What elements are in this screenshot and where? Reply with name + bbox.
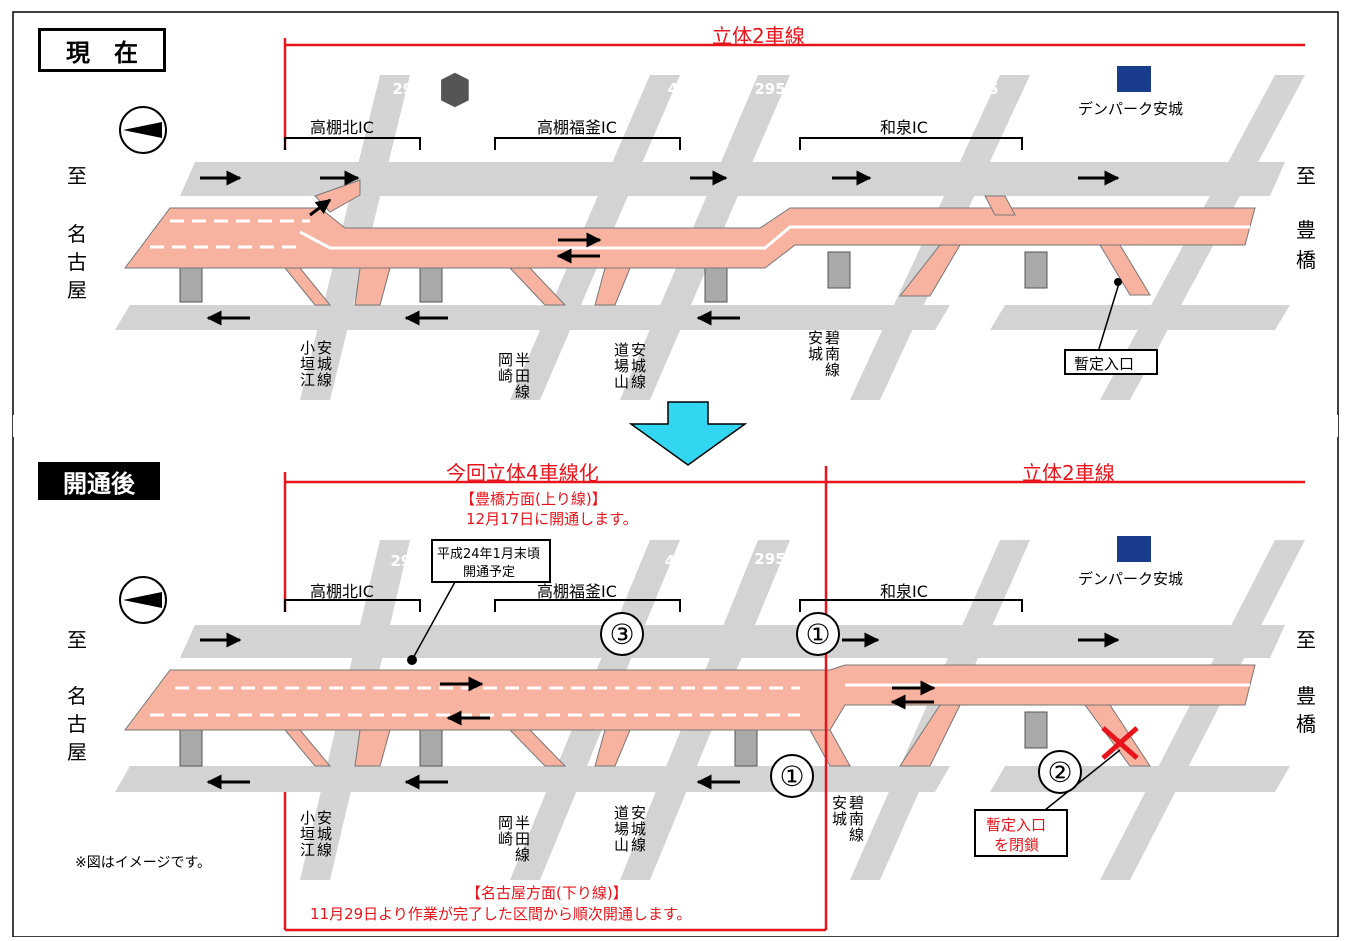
bottom-panel bbox=[115, 466, 1305, 932]
top-crossroad-ogakie: 安城線小垣江 bbox=[298, 340, 333, 388]
bottom-crossroad-okazaki: 半田線岡崎 bbox=[496, 815, 531, 863]
bottom-route-47: 47 bbox=[664, 552, 686, 570]
top-title: 現 在 bbox=[38, 28, 166, 72]
bottom-span-right-label: 立体2車線 bbox=[1022, 461, 1115, 485]
top-route-45: 45 bbox=[977, 80, 999, 98]
top-route-295: 295 bbox=[754, 80, 786, 98]
marker-1-lower: ① bbox=[770, 754, 814, 798]
top-east-hashi: 橋 bbox=[1296, 248, 1316, 272]
top-east-toyo: 豊 bbox=[1296, 218, 1316, 242]
top-west-ya: 屋 bbox=[67, 278, 87, 302]
bottom-ic-takatana-fukukama: 高棚福釜IC bbox=[537, 582, 617, 601]
top-span-label: 立体2車線 bbox=[712, 24, 805, 48]
bottom-west-na: 名 bbox=[67, 684, 87, 708]
closure-callout-line2: を閉鎖 bbox=[994, 836, 1040, 854]
bottom-east-toyo: 豊 bbox=[1296, 684, 1316, 708]
bottom-crossroad-anjo: 碧南線安城 bbox=[830, 795, 865, 843]
bottom-route-296: 296 bbox=[390, 552, 422, 570]
down-line-text: 11月29日より作業が完了した区間から順次開通します。 bbox=[310, 905, 692, 923]
bottom-ic-izumi: 和泉IC bbox=[880, 582, 928, 601]
top-east-to: 至 bbox=[1296, 164, 1316, 188]
top-callout-provisional-entrance: 暫定入口 bbox=[1074, 355, 1135, 373]
top-ic-takatana-fukukama: 高棚福釜IC bbox=[537, 118, 617, 137]
top-crossroad-dojoyama: 安城線道場山 bbox=[612, 342, 647, 390]
bottom-east-to: 至 bbox=[1296, 628, 1316, 652]
top-route-296: 296 bbox=[392, 80, 424, 98]
down-line-heading: 【名古屋方面(下り線)】 bbox=[466, 884, 628, 902]
bottom-span-left-label: 今回立体4車線化 bbox=[446, 461, 599, 485]
image-note: ※図はイメージです。 bbox=[75, 855, 212, 871]
up-line-heading: 【豊橋方面(上り線)】 bbox=[460, 490, 607, 508]
bottom-facility-label: デンパーク安城 bbox=[1078, 570, 1184, 588]
bottom-west-to: 至 bbox=[67, 628, 87, 652]
top-west-na: 名 bbox=[67, 222, 87, 246]
marker-2: ② bbox=[1038, 750, 1082, 794]
top-panel bbox=[115, 38, 1305, 400]
bottom-crossroad-ogakie: 安城線小垣江 bbox=[298, 810, 333, 858]
transition-arrow bbox=[628, 401, 748, 466]
bottom-title: 開通後 bbox=[38, 462, 160, 500]
top-ic-izumi: 和泉IC bbox=[880, 118, 928, 137]
up-line-text: 12月17日に開通します。 bbox=[466, 510, 638, 528]
top-ic-takatana-kita: 高棚北IC bbox=[310, 118, 374, 137]
top-west-to: 至 bbox=[67, 164, 87, 188]
schedule-callout-line1: 平成24年1月末頃 bbox=[437, 547, 540, 562]
top-west-ko: 古 bbox=[67, 250, 87, 274]
top-facility-label: デンパーク安城 bbox=[1078, 100, 1184, 118]
bottom-route-45: 45 bbox=[969, 552, 991, 570]
bottom-ic-takatana-kita: 高棚北IC bbox=[310, 582, 374, 601]
bottom-west-ya: 屋 bbox=[67, 740, 87, 764]
closure-callout-line1: 暫定入口 bbox=[986, 816, 1047, 834]
top-route-47: 47 bbox=[667, 80, 689, 98]
bottom-west-ko: 古 bbox=[67, 712, 87, 736]
schedule-callout-line2: 開通予定 bbox=[463, 565, 516, 580]
marker-3: ③ bbox=[600, 612, 644, 656]
bottom-east-hashi: 橋 bbox=[1296, 712, 1316, 736]
bottom-crossroad-dojoyama: 安城線道場山 bbox=[612, 805, 647, 853]
top-crossroad-anjo: 碧南線安城 bbox=[806, 330, 841, 378]
marker-1-upper: ① bbox=[796, 612, 840, 656]
top-crossroad-okazaki: 半田線岡崎 bbox=[496, 352, 531, 400]
bottom-route-295: 295 bbox=[754, 550, 786, 568]
